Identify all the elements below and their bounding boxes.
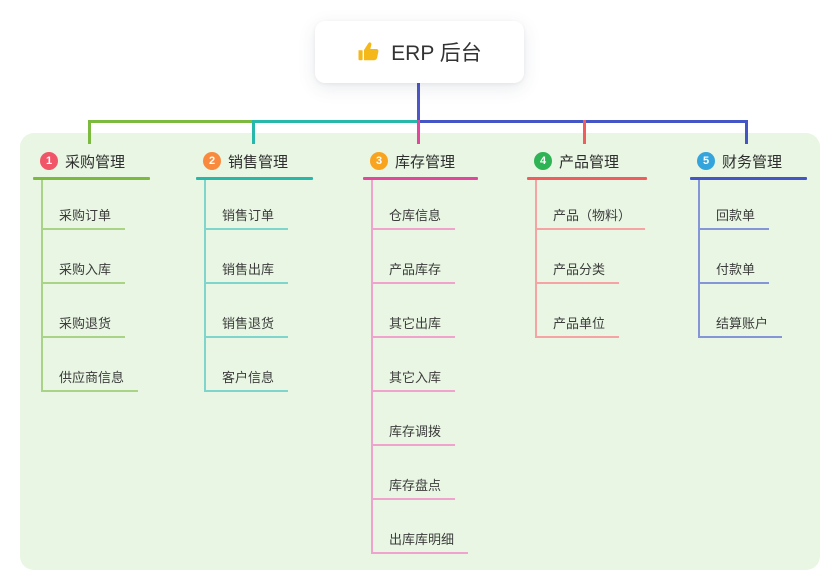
leaf-node[interactable]: 产品分类 — [537, 230, 647, 284]
leaf-node[interactable]: 其它出库 — [373, 284, 478, 338]
branch-node[interactable]: 2 销售管理 — [196, 150, 313, 172]
leaf-node[interactable]: 产品（物料） — [537, 180, 647, 230]
branch-items: 回款单 付款单 结算账户 — [698, 180, 807, 338]
branch: 2 销售管理 销售订单 销售出库 销售退货 客户信息 — [196, 150, 313, 392]
leaf-node[interactable]: 付款单 — [700, 230, 807, 284]
leaf-node[interactable]: 仓库信息 — [373, 180, 478, 230]
connector-branch-drop — [583, 120, 586, 144]
leaf-label: 其它入库 — [373, 367, 456, 392]
branch-number-badge: 4 — [534, 152, 552, 170]
branch-underline — [196, 177, 313, 180]
leaf-label: 其它出库 — [373, 313, 456, 338]
leaf-label: 回款单 — [700, 205, 770, 230]
branch-title: 销售管理 — [228, 153, 289, 171]
thumbs-up-icon — [358, 42, 379, 61]
leaf-label: 采购订单 — [43, 205, 126, 230]
leaf-node[interactable]: 产品库存 — [373, 230, 478, 284]
connector-root-stem — [417, 83, 420, 123]
leaf-node[interactable]: 采购订单 — [43, 180, 150, 230]
connector-bus-left — [88, 120, 253, 123]
branch: 4 产品管理 产品（物料） 产品分类 产品单位 — [527, 150, 647, 338]
leaf-node[interactable]: 产品单位 — [537, 284, 647, 338]
leaf-node[interactable]: 销售订单 — [206, 180, 313, 230]
connector-branch-drop — [745, 120, 748, 144]
leaf-label: 出库库明细 — [373, 529, 469, 554]
branch-node[interactable]: 5 财务管理 — [690, 150, 807, 172]
branch: 5 财务管理 回款单 付款单 结算账户 — [690, 150, 807, 338]
root-title: ERP 后台 — [391, 42, 482, 65]
connector-branch-drop — [417, 120, 420, 144]
branch-items: 采购订单 采购入库 采购退货 供应商信息 — [41, 180, 150, 392]
branch-items: 产品（物料） 产品分类 产品单位 — [535, 180, 647, 338]
branch-underline — [527, 177, 647, 180]
branch-title: 财务管理 — [722, 153, 783, 171]
connector-bus-mid — [253, 120, 419, 123]
leaf-label: 销售订单 — [206, 205, 289, 230]
leaf-node[interactable]: 结算账户 — [700, 284, 807, 338]
leaf-label: 产品单位 — [537, 313, 620, 338]
leaf-label: 库存盘点 — [373, 475, 456, 500]
branch-node[interactable]: 1 采购管理 — [33, 150, 150, 172]
leaf-node[interactable]: 销售退货 — [206, 284, 313, 338]
branch-title: 采购管理 — [65, 153, 126, 171]
branch: 3 库存管理 仓库信息 产品库存 其它出库 其它入库 库存调拨 库存盘点 出库库… — [363, 150, 478, 554]
branches-panel — [20, 133, 820, 570]
leaf-node[interactable]: 其它入库 — [373, 338, 478, 392]
leaf-label: 销售退货 — [206, 313, 289, 338]
branch-number-badge: 3 — [370, 152, 388, 170]
branch-title: 库存管理 — [395, 153, 456, 171]
leaf-label: 产品分类 — [537, 259, 620, 284]
branch-node[interactable]: 4 产品管理 — [527, 150, 647, 172]
leaf-node[interactable]: 库存调拨 — [373, 392, 478, 446]
leaf-label: 客户信息 — [206, 367, 289, 392]
branch: 1 采购管理 采购订单 采购入库 采购退货 供应商信息 — [33, 150, 150, 392]
branch-node[interactable]: 3 库存管理 — [363, 150, 478, 172]
leaf-label: 付款单 — [700, 259, 770, 284]
leaf-node[interactable]: 回款单 — [700, 180, 807, 230]
branch-items: 销售订单 销售出库 销售退货 客户信息 — [204, 180, 313, 392]
leaf-label: 产品库存 — [373, 259, 456, 284]
branch-number-badge: 5 — [697, 152, 715, 170]
leaf-label: 产品（物料） — [537, 205, 646, 230]
connector-branch-drop — [88, 120, 91, 144]
leaf-node[interactable]: 销售出库 — [206, 230, 313, 284]
branch-underline — [690, 177, 807, 180]
leaf-node[interactable]: 出库库明细 — [373, 500, 478, 554]
leaf-label: 结算账户 — [700, 313, 783, 338]
connector-branch-drop — [252, 120, 255, 144]
branch-underline — [33, 177, 150, 180]
leaf-node[interactable]: 客户信息 — [206, 338, 313, 392]
branch-items: 仓库信息 产品库存 其它出库 其它入库 库存调拨 库存盘点 出库库明细 — [371, 180, 478, 554]
branch-underline — [363, 177, 478, 180]
leaf-node[interactable]: 采购入库 — [43, 230, 150, 284]
branch-number-badge: 2 — [203, 152, 221, 170]
leaf-node[interactable]: 供应商信息 — [43, 338, 150, 392]
leaf-node[interactable]: 采购退货 — [43, 284, 150, 338]
leaf-label: 销售出库 — [206, 259, 289, 284]
leaf-node[interactable]: 库存盘点 — [373, 446, 478, 500]
leaf-label: 供应商信息 — [43, 367, 139, 392]
leaf-label: 采购退货 — [43, 313, 126, 338]
leaf-label: 库存调拨 — [373, 421, 456, 446]
branch-title: 产品管理 — [559, 153, 620, 171]
root-node[interactable]: ERP 后台 — [315, 21, 524, 83]
leaf-label: 仓库信息 — [373, 205, 456, 230]
leaf-label: 采购入库 — [43, 259, 126, 284]
branch-number-badge: 1 — [40, 152, 58, 170]
